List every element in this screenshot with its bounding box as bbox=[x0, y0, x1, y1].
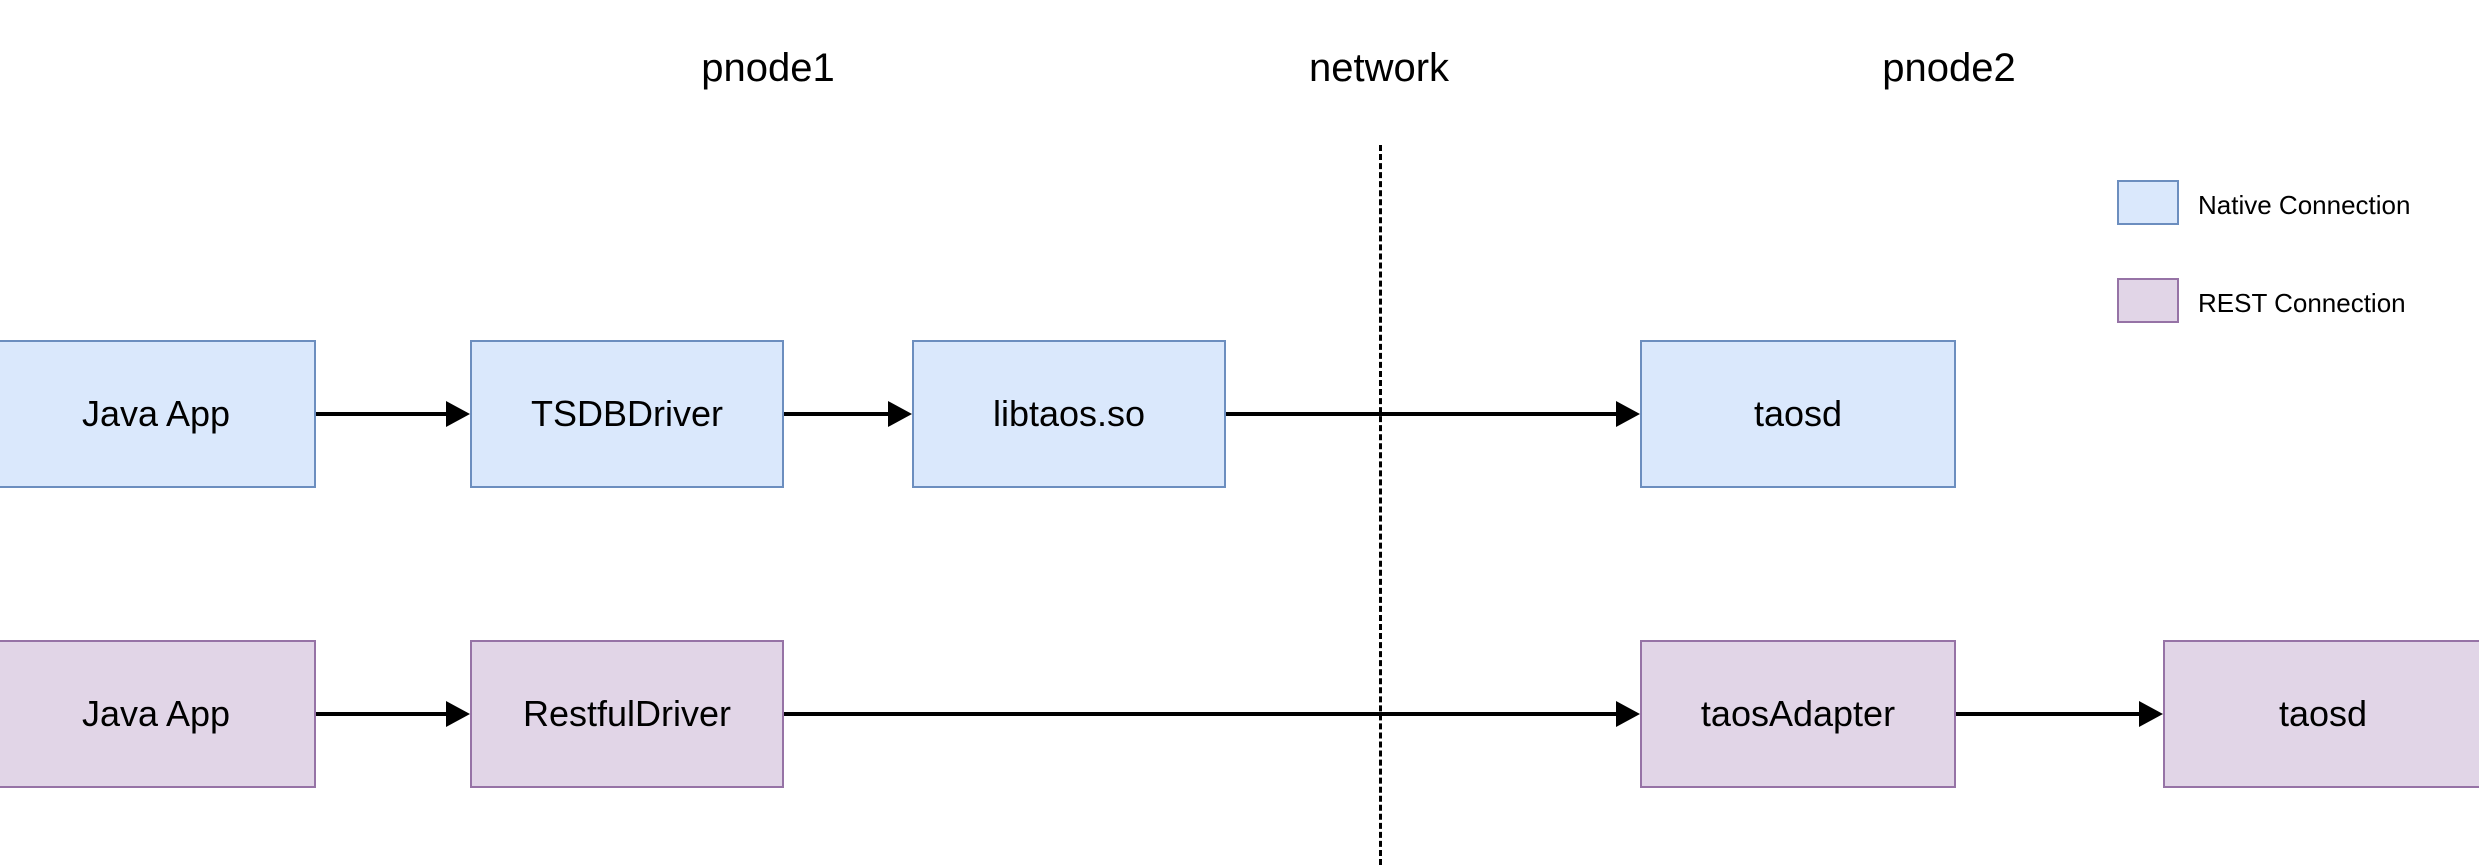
zone-label-network: network bbox=[1308, 46, 1450, 90]
arrowhead-tsdbdriver-to-libtaos bbox=[888, 401, 912, 427]
legend-label-native-connection: Native Connection bbox=[2198, 190, 2411, 220]
node-taosd-rest[interactable]: taosd bbox=[2163, 640, 2479, 788]
node-java-app-native[interactable]: Java App bbox=[0, 340, 316, 488]
arrowhead-javaapp-to-restfuldriver bbox=[446, 701, 470, 727]
edge-tsdbdriver-to-libtaos bbox=[784, 412, 888, 416]
legend-label-rest-connection: REST Connection bbox=[2198, 288, 2406, 318]
zone-label-pnode2: pnode2 bbox=[1882, 46, 2016, 90]
node-libtaos-so[interactable]: libtaos.so bbox=[912, 340, 1226, 488]
edge-javaapp-to-restfuldriver bbox=[316, 712, 446, 716]
node-tsdbdriver[interactable]: TSDBDriver bbox=[470, 340, 784, 488]
edge-libtaos-to-taosd bbox=[1226, 412, 1616, 416]
arrowhead-restfuldriver-to-taosadapter bbox=[1616, 701, 1640, 727]
edge-restfuldriver-to-taosadapter bbox=[784, 712, 1616, 716]
zone-label-pnode1: pnode1 bbox=[701, 46, 835, 90]
edge-javaapp-to-tsdbdriver bbox=[316, 412, 446, 416]
node-java-app-rest[interactable]: Java App bbox=[0, 640, 316, 788]
legend-swatch-rest-connection bbox=[2117, 278, 2179, 323]
arrowhead-taosadapter-to-taosd bbox=[2139, 701, 2163, 727]
legend-swatch-native-connection bbox=[2117, 180, 2179, 225]
edge-taosadapter-to-taosd bbox=[1956, 712, 2139, 716]
node-taosadapter[interactable]: taosAdapter bbox=[1640, 640, 1956, 788]
node-taosd-native[interactable]: taosd bbox=[1640, 340, 1956, 488]
network-boundary-divider bbox=[1379, 145, 1382, 865]
arrowhead-javaapp-to-tsdbdriver bbox=[446, 401, 470, 427]
arrowhead-libtaos-to-taosd bbox=[1616, 401, 1640, 427]
node-restfuldriver[interactable]: RestfulDriver bbox=[470, 640, 784, 788]
